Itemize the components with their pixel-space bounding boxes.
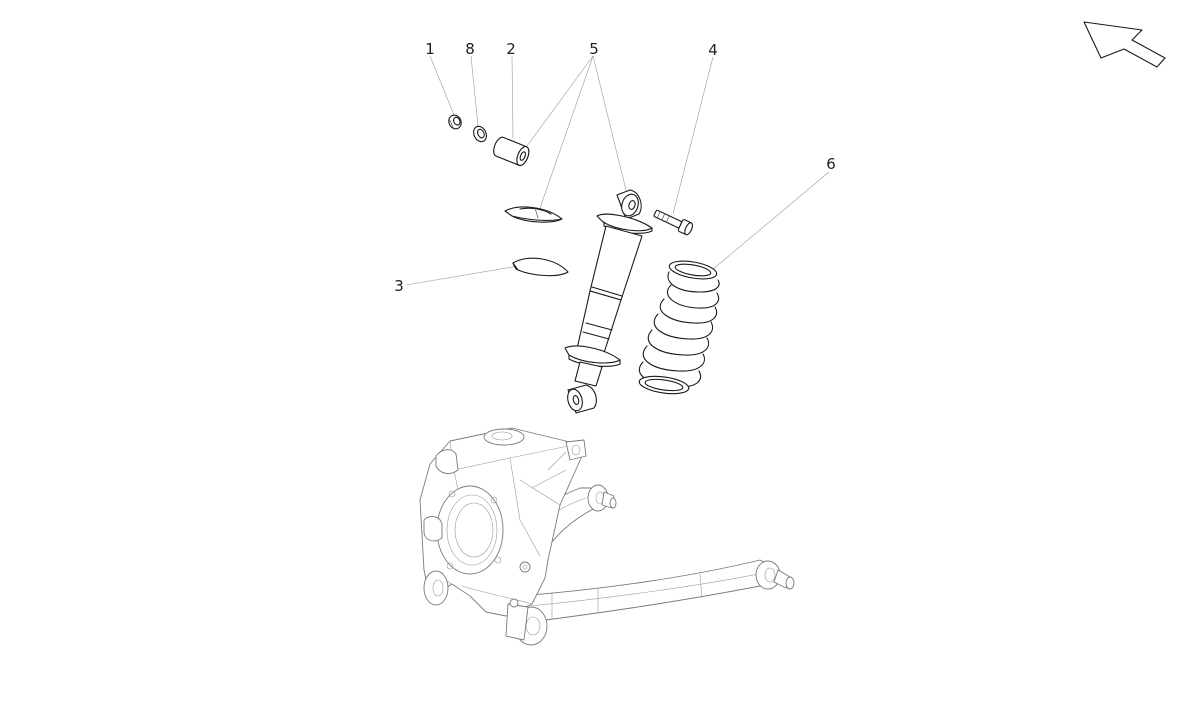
- leader-5a: [526, 55, 594, 147]
- callout-labels: 1 8 2 5 4 6 3: [394, 40, 836, 295]
- leader-5c: [592, 55, 628, 195]
- callout-5: 5: [589, 40, 599, 58]
- part-8-washer: [473, 125, 487, 143]
- leader-3: [405, 265, 519, 286]
- leader-8: [470, 55, 479, 127]
- callout-8: 8: [465, 40, 475, 58]
- direction-arrow-icon: [1083, 21, 1166, 68]
- part-4-bolt: [653, 209, 694, 236]
- part-6-coil-spring: [638, 260, 720, 395]
- leader-1: [429, 55, 455, 116]
- callout-4: 4: [708, 41, 718, 59]
- leader-4: [672, 56, 714, 215]
- leader-lines: [405, 55, 830, 286]
- callout-3: 3: [394, 277, 404, 295]
- part-1-nut: [448, 114, 462, 130]
- part-3-lower-seat: [512, 257, 569, 277]
- leader-6: [711, 171, 830, 271]
- part-2-bushing: [493, 136, 530, 167]
- leader-2: [511, 55, 514, 139]
- leader-5b: [539, 55, 594, 209]
- callout-2: 2: [506, 40, 516, 58]
- part-5-upper-seat: [504, 206, 563, 223]
- callout-6: 6: [826, 155, 836, 173]
- callout-1: 1: [425, 40, 435, 58]
- part-5-shock-absorber: [564, 189, 653, 414]
- suspension-assembly: [419, 427, 795, 646]
